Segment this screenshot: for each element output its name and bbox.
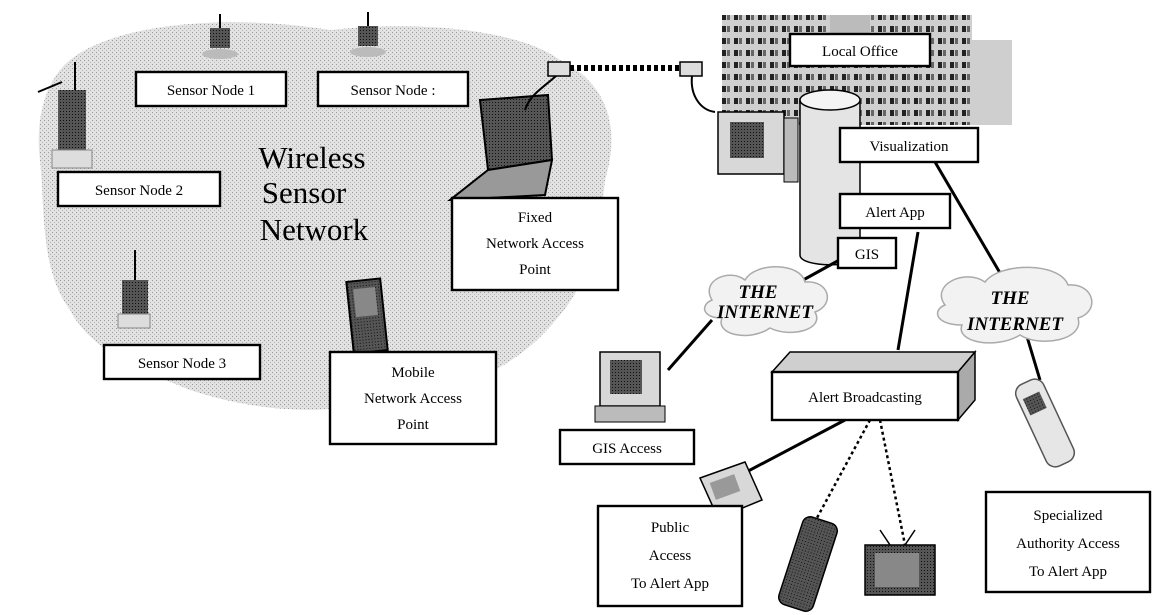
internet-right-line2: INTERNET (966, 314, 1064, 335)
gis-box (836, 236, 898, 270)
internet-left-line1: THE (738, 282, 777, 303)
wsn-cloud (38, 22, 612, 410)
specialized-access-line1: Specialized (1033, 508, 1103, 524)
office-computer-icon (717, 111, 799, 183)
internet-left-line2: INTERNET (716, 302, 814, 323)
fixed-access-line3: Point (519, 262, 552, 278)
laptop-icon (446, 93, 554, 202)
gis-pc-icon (594, 351, 666, 423)
sensor-node-1-label: Sensor Node 1 (167, 83, 255, 99)
pda-icon (345, 277, 389, 355)
wsn-title-line2: Sensor (262, 175, 347, 210)
phone-icon (698, 461, 764, 519)
sensor-node-top2-label: Sensor Node : (351, 83, 436, 99)
sensor-node-1-box (134, 70, 288, 108)
dotted-broadcast-lines (803, 419, 907, 546)
fixed-access-box (450, 196, 620, 292)
mobile-access-line1: Mobile (391, 365, 435, 381)
public-access-line3: To Alert App (631, 576, 709, 592)
local-office-label: Local Office (822, 44, 898, 60)
internet-right-line1: THE (990, 288, 1029, 309)
sensor-node-top2-box (316, 70, 470, 108)
alert-broadcasting-label: Alert Broadcasting (808, 390, 922, 406)
office-building (722, 15, 1012, 125)
specialized-access-box (984, 490, 1152, 594)
sensor-node-top2-device (350, 12, 386, 57)
sensor-node-2-device (37, 62, 93, 169)
visualization-label: Visualization (869, 139, 949, 155)
sensor-node-3-label: Sensor Node 3 (138, 356, 226, 372)
sensor-node-2-box (56, 170, 222, 208)
serial-link (524, 61, 716, 113)
alert-app-box (838, 192, 952, 230)
gis-access-box (558, 428, 696, 466)
visualization-box (838, 126, 980, 164)
public-access-box (596, 504, 744, 608)
public-access-line1: Public (651, 520, 690, 536)
mobile-access-line2: Network Access (364, 391, 462, 407)
mobile-access-box (328, 350, 498, 446)
tv-icon (864, 529, 936, 596)
sensor-node-1-device (202, 14, 238, 59)
local-office-box (788, 32, 932, 68)
internet-cloud-right (936, 266, 1093, 344)
specialized-access-line2: Authority Access (1016, 536, 1120, 552)
specialized-access-line3: To Alert App (1029, 564, 1107, 580)
sensor-node-2-label: Sensor Node 2 (95, 183, 183, 199)
public-access-line2: Access (649, 548, 692, 564)
mobile-access-line3: Point (397, 417, 430, 433)
sensor-node-3-device (117, 250, 151, 329)
internet-cloud-left (703, 266, 829, 337)
wsn-title-line3: Network (260, 212, 369, 247)
alert-app-label: Alert App (865, 205, 925, 221)
fixed-access-line2: Network Access (486, 236, 584, 252)
alert-broadcasting-box (770, 370, 960, 422)
cellphone-icon (777, 516, 839, 612)
gis-access-label: GIS Access (592, 441, 662, 457)
handheld-icon (1014, 378, 1076, 468)
fixed-access-line1: Fixed (518, 210, 553, 226)
wsn-title-line1: Wireless (258, 140, 365, 175)
broadcast-box-top (770, 351, 977, 373)
gis-label: GIS (855, 247, 879, 263)
sensor-node-3-box (102, 343, 262, 381)
